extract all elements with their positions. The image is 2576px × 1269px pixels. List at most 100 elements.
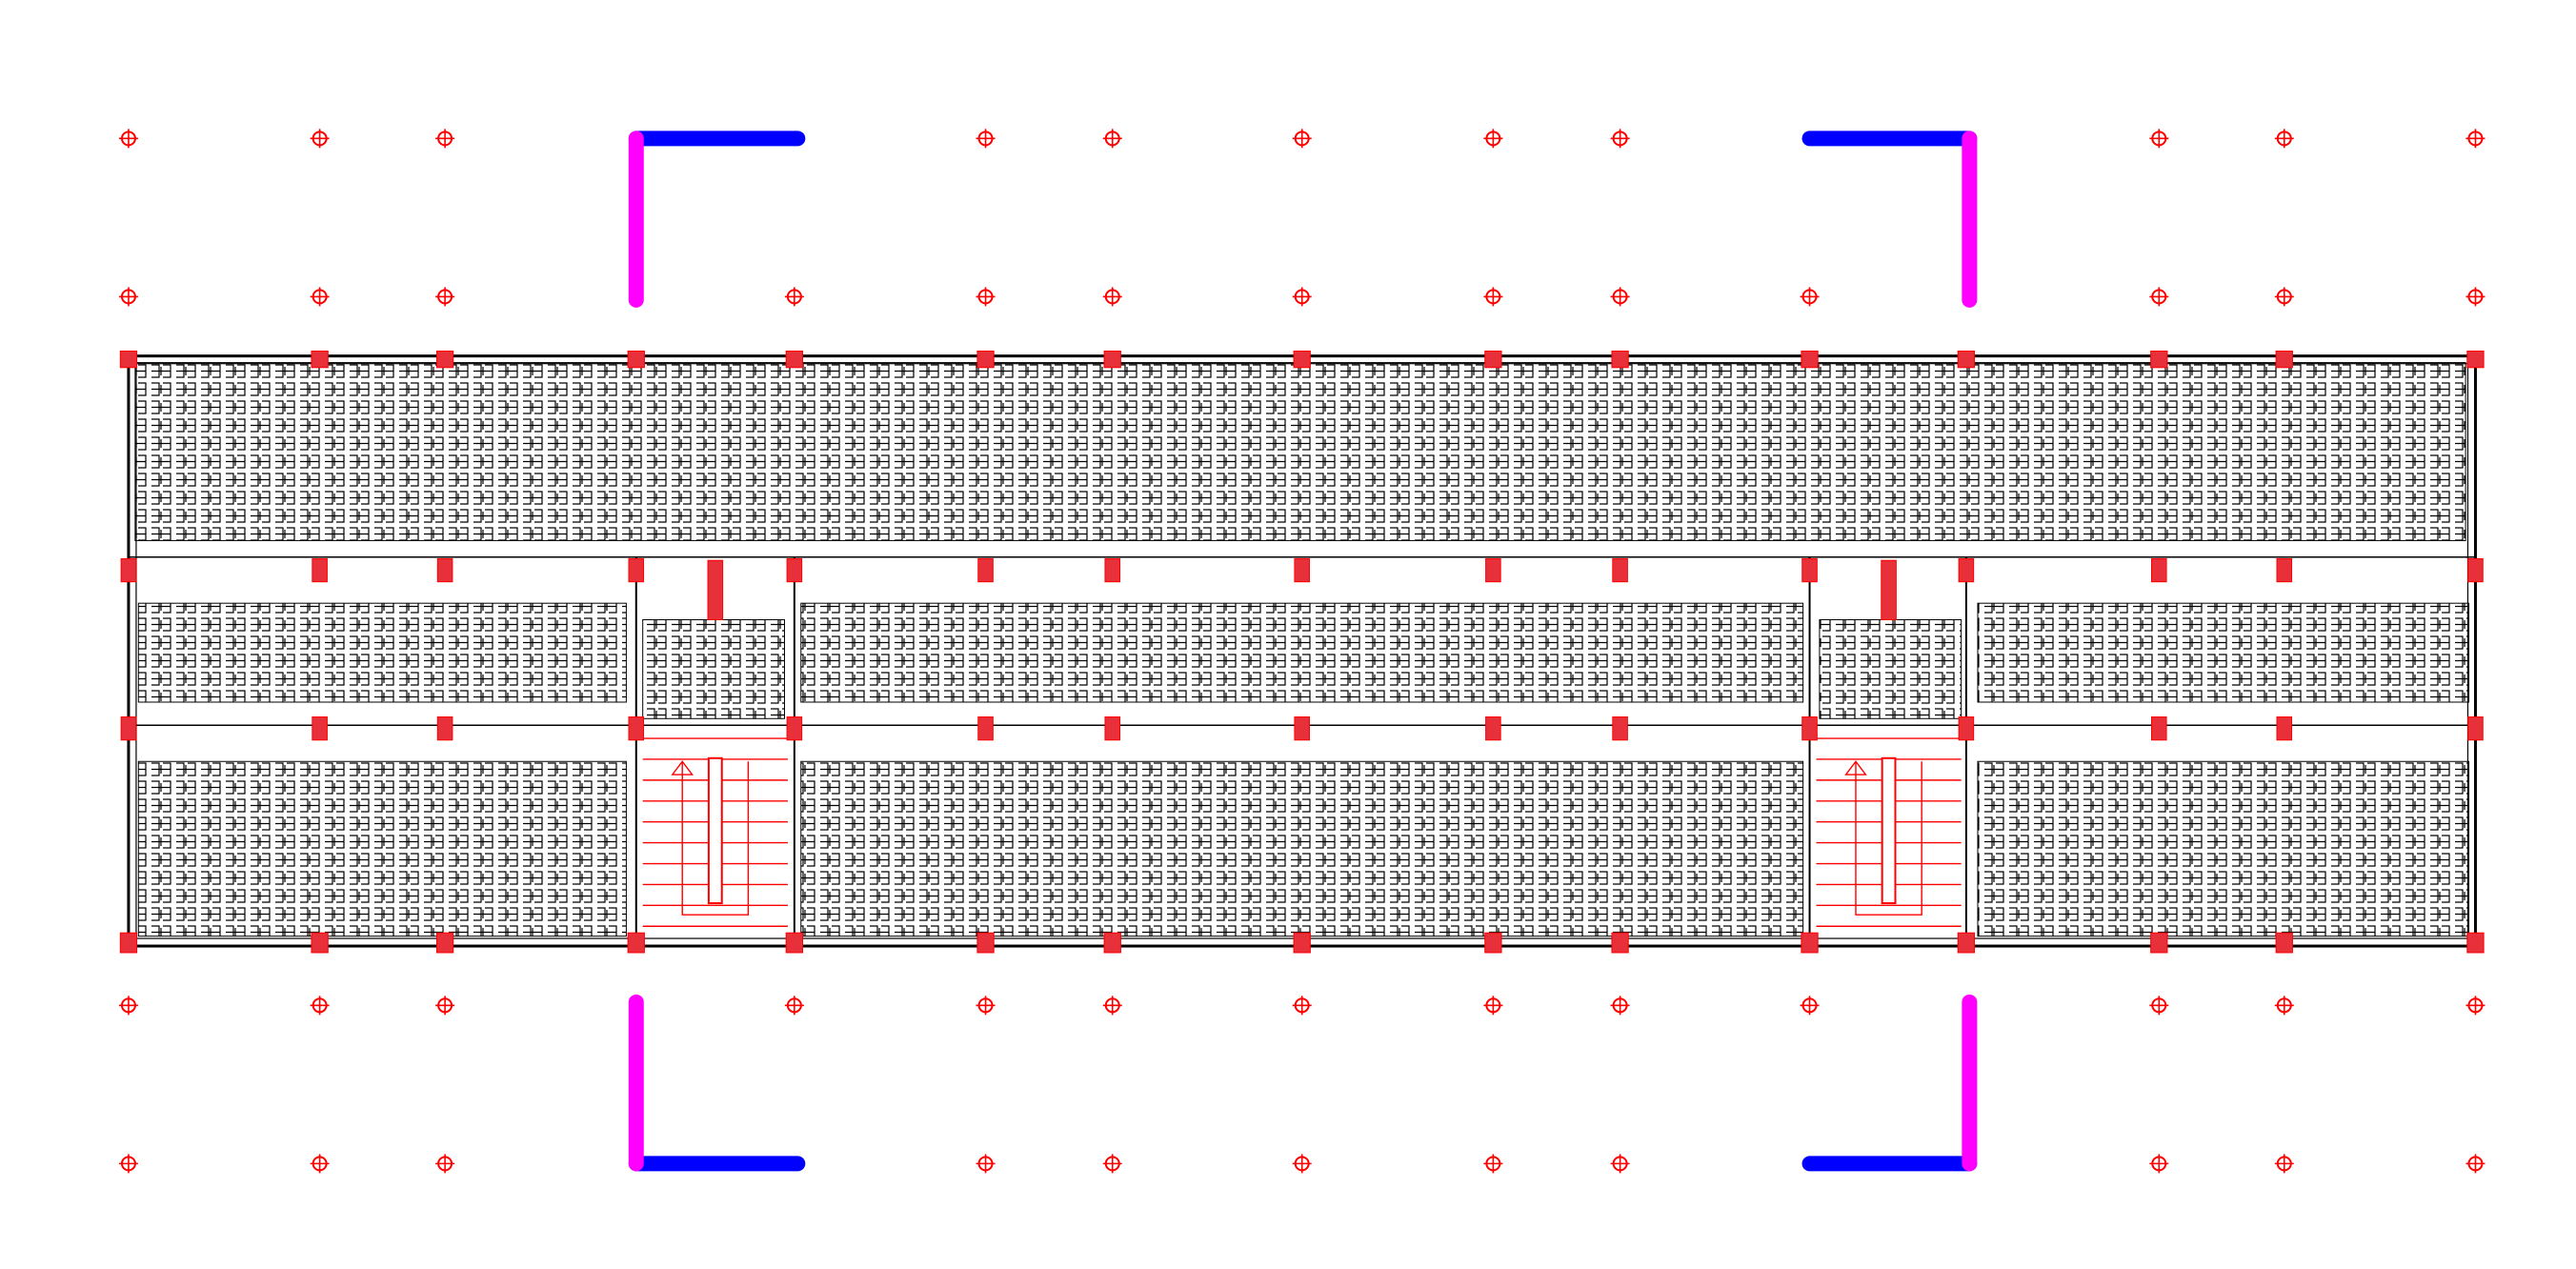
grid-marker (1483, 996, 1503, 1016)
grid-marker (1102, 1154, 1122, 1174)
structural-column (786, 716, 803, 741)
stair-direction-arrow (1844, 760, 1922, 916)
grid-marker (118, 129, 138, 149)
corner-bracket (628, 131, 806, 308)
grid-marker (976, 996, 996, 1016)
structural-column (2150, 932, 2168, 954)
structural-column (2275, 932, 2293, 954)
grid-marker (2274, 996, 2294, 1016)
grid-marker (435, 129, 455, 149)
grid-marker (2274, 129, 2294, 149)
grid-markers (118, 129, 2485, 1174)
seating-blocks (134, 362, 2470, 937)
grid-marker (1292, 129, 1312, 149)
structural-column (1612, 716, 1628, 741)
structural-column (2466, 932, 2485, 954)
structural-column (1801, 350, 1819, 369)
structural-column (1293, 350, 1311, 369)
structural-column (119, 350, 138, 369)
structural-column (120, 557, 137, 583)
corner-bracket (1801, 131, 1978, 308)
corner-bracket (628, 994, 806, 1172)
grid-marker (435, 1154, 455, 1174)
structural-column (2151, 557, 2167, 583)
structural-column (312, 716, 328, 741)
structural-column (785, 350, 804, 369)
structural-column (707, 559, 724, 620)
grid-marker (1483, 287, 1503, 307)
grid-marker (1102, 129, 1122, 149)
structural-column (785, 932, 804, 954)
structural-column (628, 716, 645, 741)
stairwell (1816, 737, 1962, 927)
grid-marker (118, 1154, 138, 1174)
grid-marker (1102, 996, 1122, 1016)
grid-marker (1800, 996, 1820, 1016)
structural-column (1957, 350, 1976, 369)
grid-marker (784, 996, 804, 1016)
structural-column (1484, 932, 1502, 954)
structural-column (1485, 557, 1501, 583)
structural-column (977, 557, 994, 583)
grid-marker (1483, 1154, 1503, 1174)
stair-handrail (1881, 756, 1897, 905)
grid-marker (784, 287, 804, 307)
stairwell (642, 737, 788, 927)
seating-block (1977, 760, 2470, 937)
structural-column (1958, 557, 1975, 583)
grid-marker (2149, 287, 2169, 307)
structural-column (1801, 932, 1819, 954)
structural-column (1881, 559, 1897, 620)
structural-column (627, 350, 645, 369)
stair-direction-arrow (671, 760, 750, 916)
structural-column (1294, 716, 1310, 741)
structural-column (2276, 716, 2293, 741)
seating-block (137, 760, 627, 937)
grid-marker (118, 287, 138, 307)
structural-column (1103, 932, 1121, 954)
grid-marker (976, 287, 996, 307)
grid-marker (310, 996, 330, 1016)
structural-column (2466, 350, 2485, 369)
grid-marker (2149, 1154, 2169, 1174)
structural-column (311, 350, 329, 369)
structural-column (435, 932, 454, 954)
structural-column (1958, 716, 1975, 741)
grid-marker (1610, 287, 1630, 307)
grid-marker (976, 1154, 996, 1174)
structural-column (786, 557, 803, 583)
grid-marker (1610, 996, 1630, 1016)
grid-marker (435, 996, 455, 1016)
grid-marker (2465, 996, 2485, 1016)
structural-column (976, 932, 995, 954)
grid-marker (1610, 129, 1630, 149)
grid-marker (435, 287, 455, 307)
stairwells (642, 737, 1962, 927)
structural-column (1485, 716, 1501, 741)
grid-marker (1483, 129, 1503, 149)
grid-marker (1292, 287, 1312, 307)
grid-marker (976, 129, 996, 149)
structural-column (435, 350, 454, 369)
grid-marker (2465, 287, 2485, 307)
structural-column (628, 557, 645, 583)
corner-bracket (1801, 994, 1978, 1172)
stair-handrail (707, 756, 723, 905)
structural-column (1801, 716, 1818, 741)
structural-column (1294, 557, 1310, 583)
structural-column (119, 932, 138, 954)
grid-marker (2149, 996, 2169, 1016)
grid-marker (2274, 1154, 2294, 1174)
structural-column (1293, 932, 1311, 954)
seating-block (134, 362, 2466, 541)
seating-block (1819, 618, 1962, 719)
grid-marker (2149, 129, 2169, 149)
structural-column (312, 557, 328, 583)
structural-column (2467, 716, 2484, 741)
structural-column (1484, 350, 1502, 369)
structural-column (627, 932, 645, 954)
structural-column (436, 557, 453, 583)
columns (119, 350, 2485, 954)
